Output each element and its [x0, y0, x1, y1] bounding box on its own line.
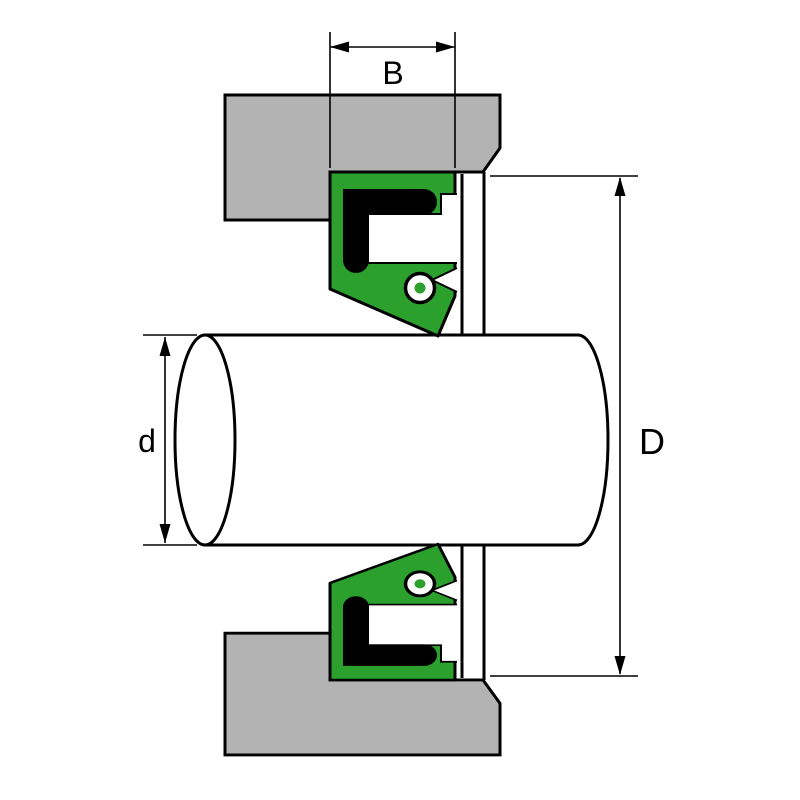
- label-shaft-diameter: d: [138, 423, 156, 459]
- arrowhead-down: [159, 524, 171, 543]
- arrowhead-left: [330, 41, 349, 53]
- arrowhead-down: [614, 656, 626, 675]
- arrowhead-right: [436, 41, 455, 53]
- dimension-seal-width: B: [329, 32, 456, 168]
- dimension-shaft-diameter: d: [138, 334, 197, 546]
- dimension-bore-diameter: D: [490, 175, 665, 677]
- drawing: B d D: [138, 32, 665, 757]
- label-bore-diameter: D: [639, 421, 665, 462]
- arrowhead-up: [614, 177, 626, 196]
- label-seal-width: B: [382, 55, 403, 91]
- arrowhead-up: [159, 337, 171, 356]
- shaft: [173, 333, 610, 547]
- shaft-body: [203, 333, 610, 547]
- shaft-end-cap: [173, 333, 237, 547]
